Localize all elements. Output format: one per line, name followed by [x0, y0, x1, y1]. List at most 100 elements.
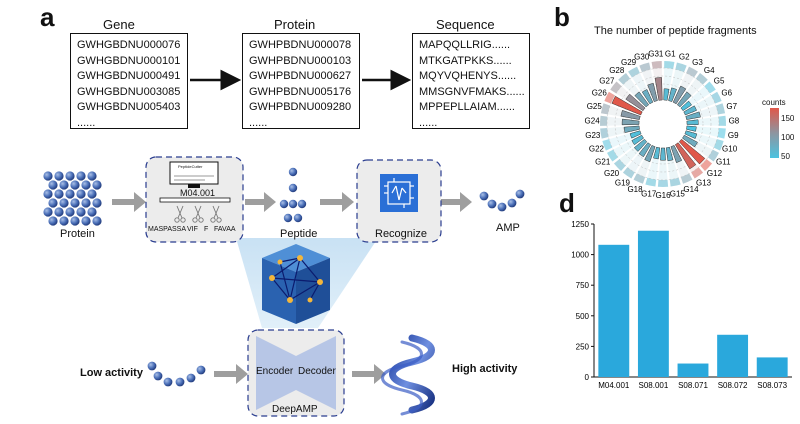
y-tick-label: 250 [576, 342, 590, 351]
polar-outer-ring-segment [645, 177, 657, 187]
polar-bar-G28 [634, 91, 650, 108]
residue-ball [515, 189, 525, 199]
x-tick-label: S08.001 [638, 381, 668, 390]
polar-outer-ring-segment [613, 159, 626, 171]
protein-cluster-icon [43, 171, 102, 226]
residue-ball [288, 199, 298, 209]
x-tick-label: S08.073 [757, 381, 787, 390]
polar-label-G29: G29 [621, 58, 637, 67]
residue-ball [186, 373, 196, 383]
polar-label-G16: G16 [655, 191, 671, 200]
bar-S08.073 [756, 357, 788, 377]
polar-bar-G24 [621, 118, 640, 126]
residue-ball [65, 171, 75, 181]
polar-bar-G11 [682, 134, 698, 148]
polar-outer-ring-segment [600, 115, 608, 126]
polar-bar-G23 [623, 125, 640, 133]
residue-ball [87, 207, 97, 217]
polar-label-G25: G25 [587, 102, 603, 111]
helix-icon [381, 334, 435, 416]
gene-item: GWHGBDNU000076 [77, 39, 181, 51]
residue-ball [81, 216, 91, 226]
bar-S08.071 [677, 363, 709, 377]
residue-ball [288, 167, 298, 177]
residue-ball [54, 207, 64, 217]
residue-ball [147, 361, 157, 371]
polar-bar-G7 [685, 111, 701, 120]
y-tick-label: 1000 [571, 251, 589, 260]
polar-outer-ring-segment [600, 127, 609, 139]
protein-item: GWHPBDNU000103 [249, 54, 352, 67]
residue-ball [92, 216, 102, 226]
x-tick-label: S08.071 [678, 381, 708, 390]
sequence-item: ...... [419, 116, 438, 129]
polar-bar-G21 [631, 134, 644, 146]
polar-outer-ring-segment [604, 91, 615, 104]
enzyme-label-maspassa: MASPASSA [148, 226, 186, 233]
polar-label-G23: G23 [585, 131, 601, 140]
residue-ball [487, 199, 497, 209]
legend-tick-50: 50 [781, 152, 790, 161]
polar-outer-ring-segment [707, 149, 719, 162]
polar-bar-G19 [638, 142, 652, 158]
polar-outer-ring-segment [622, 167, 635, 179]
polar-outer-ring-segment [657, 179, 669, 188]
residue-ball [59, 180, 69, 190]
polar-outer-ring-segment [628, 66, 640, 78]
enzyme-label-vif: VIF [187, 226, 198, 233]
encoder-shape [256, 336, 296, 410]
polar-bar-G20 [633, 138, 648, 152]
polar-bar-G16 [660, 147, 666, 161]
residue-ball [81, 198, 91, 208]
polar-label-G8: G8 [729, 116, 740, 125]
residue-ball [70, 216, 80, 226]
polar-label-G22: G22 [589, 145, 605, 154]
residue-ball [497, 202, 507, 212]
polar-label-G14: G14 [683, 185, 699, 194]
residue-ball [70, 198, 80, 208]
residue-ball [43, 189, 53, 199]
enzyme-label-f: F [204, 226, 209, 233]
arrow-peptide-recognize [320, 192, 354, 212]
polar-outer-ring-segment [610, 81, 622, 94]
sequence-item: MTKGATPKKS...... [419, 54, 512, 67]
y-tick-label: 750 [576, 281, 590, 290]
bar-M04.001 [598, 244, 630, 377]
polar-outer-ring-segment [700, 159, 713, 171]
low-activity-chain-icon [147, 361, 206, 387]
polar-label-G9: G9 [728, 131, 739, 140]
decoder-shape [296, 336, 336, 410]
protein-item: GWHPBDNU009280 [249, 101, 352, 113]
polar-label-G24: G24 [585, 116, 601, 125]
polar-chart-title: The number of peptide fragments [594, 25, 757, 37]
neural-network-cube-icon [262, 244, 330, 324]
residue-ball [65, 189, 75, 199]
residue-ball [92, 180, 102, 190]
polar-outer-ring-segment [618, 73, 631, 85]
recognize-label: Recognize [375, 228, 427, 240]
polar-outer-ring-segment [651, 61, 662, 69]
x-tick-label: S08.072 [718, 381, 748, 390]
residue-ball [293, 213, 303, 223]
polar-label-G4: G4 [704, 66, 715, 75]
polar-bar-G9 [686, 125, 697, 132]
residue-ball [70, 180, 80, 190]
amp-chain-icon [479, 189, 525, 212]
gene-list-box: GWHGBDNU000076 GWHGBDNU000101 GWHGBDNU00… [70, 33, 188, 129]
polar-label-G21: G21 [595, 158, 611, 167]
polar-outer-ring-segment [669, 177, 681, 187]
polar-bar-G26 [611, 95, 643, 116]
polar-outer-ring-segment [680, 173, 693, 184]
panel-label-b: b [554, 2, 570, 32]
polar-label-G13: G13 [696, 178, 712, 187]
polar-bar-G22 [629, 130, 642, 139]
residue-ball [92, 198, 102, 208]
residue-ball [48, 198, 58, 208]
polar-outer-ring-segment [686, 66, 698, 78]
polar-bar-G6 [683, 105, 697, 116]
arrow-recognize-amp [441, 192, 472, 212]
residue-ball [48, 216, 58, 226]
polar-bar-G3 [672, 85, 687, 105]
residue-ball [87, 171, 97, 181]
